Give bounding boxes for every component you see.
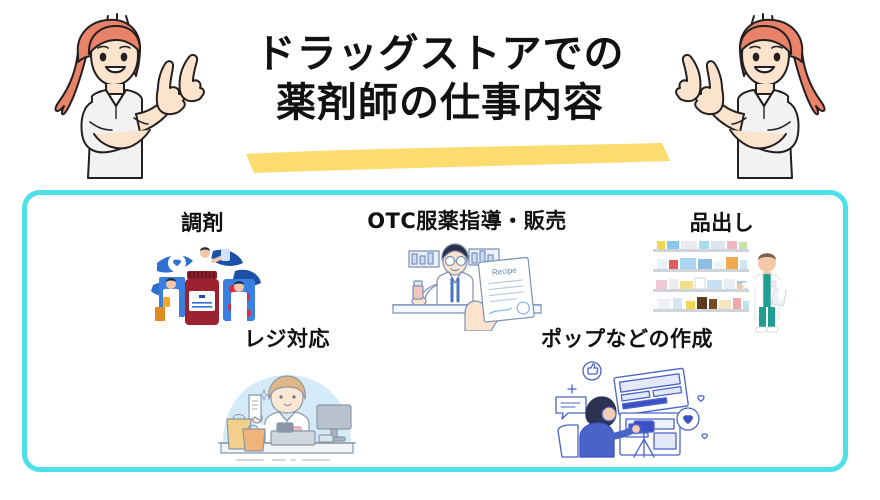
- duty-item-pop-design: ポップなどの作成: [457, 323, 797, 465]
- duty-item-register: レジ対応: [137, 323, 437, 467]
- duty-label-pop-design: ポップなどの作成: [541, 327, 713, 351]
- duty-label-otc: OTC服薬指導・販売: [367, 209, 567, 233]
- pop-design-illustration: [457, 357, 797, 465]
- duty-item-otc: OTC服薬指導・販売: [317, 205, 617, 331]
- page-title-line-2: 薬剤師の仕事内容: [276, 79, 604, 126]
- shelf-stocking-illustration: [587, 241, 857, 336]
- otc-counseling-illustration: Recipe: [317, 239, 617, 331]
- duty-label-register: レジ対応: [244, 327, 330, 351]
- svg-text:Recipe: Recipe: [491, 265, 517, 277]
- cash-register-illustration: [137, 357, 437, 467]
- page-title: ドラッグストアでの 薬剤師の仕事内容: [220, 30, 660, 128]
- pointing-woman-left: [28, 2, 208, 180]
- duty-item-stocking: 品出し: [587, 207, 857, 336]
- page-title-line-1: ドラッグストアでの: [255, 31, 625, 77]
- title-underline-highlight: [240, 143, 670, 173]
- dispensing-illustration: [75, 241, 330, 331]
- duty-label-dispensing: 調剤: [181, 211, 224, 235]
- duty-label-stocking: 品出し: [689, 211, 755, 235]
- job-duties-card: 調剤: [22, 190, 848, 472]
- duty-item-dispensing: 調剤: [75, 207, 330, 331]
- pointing-woman-right: [672, 2, 852, 180]
